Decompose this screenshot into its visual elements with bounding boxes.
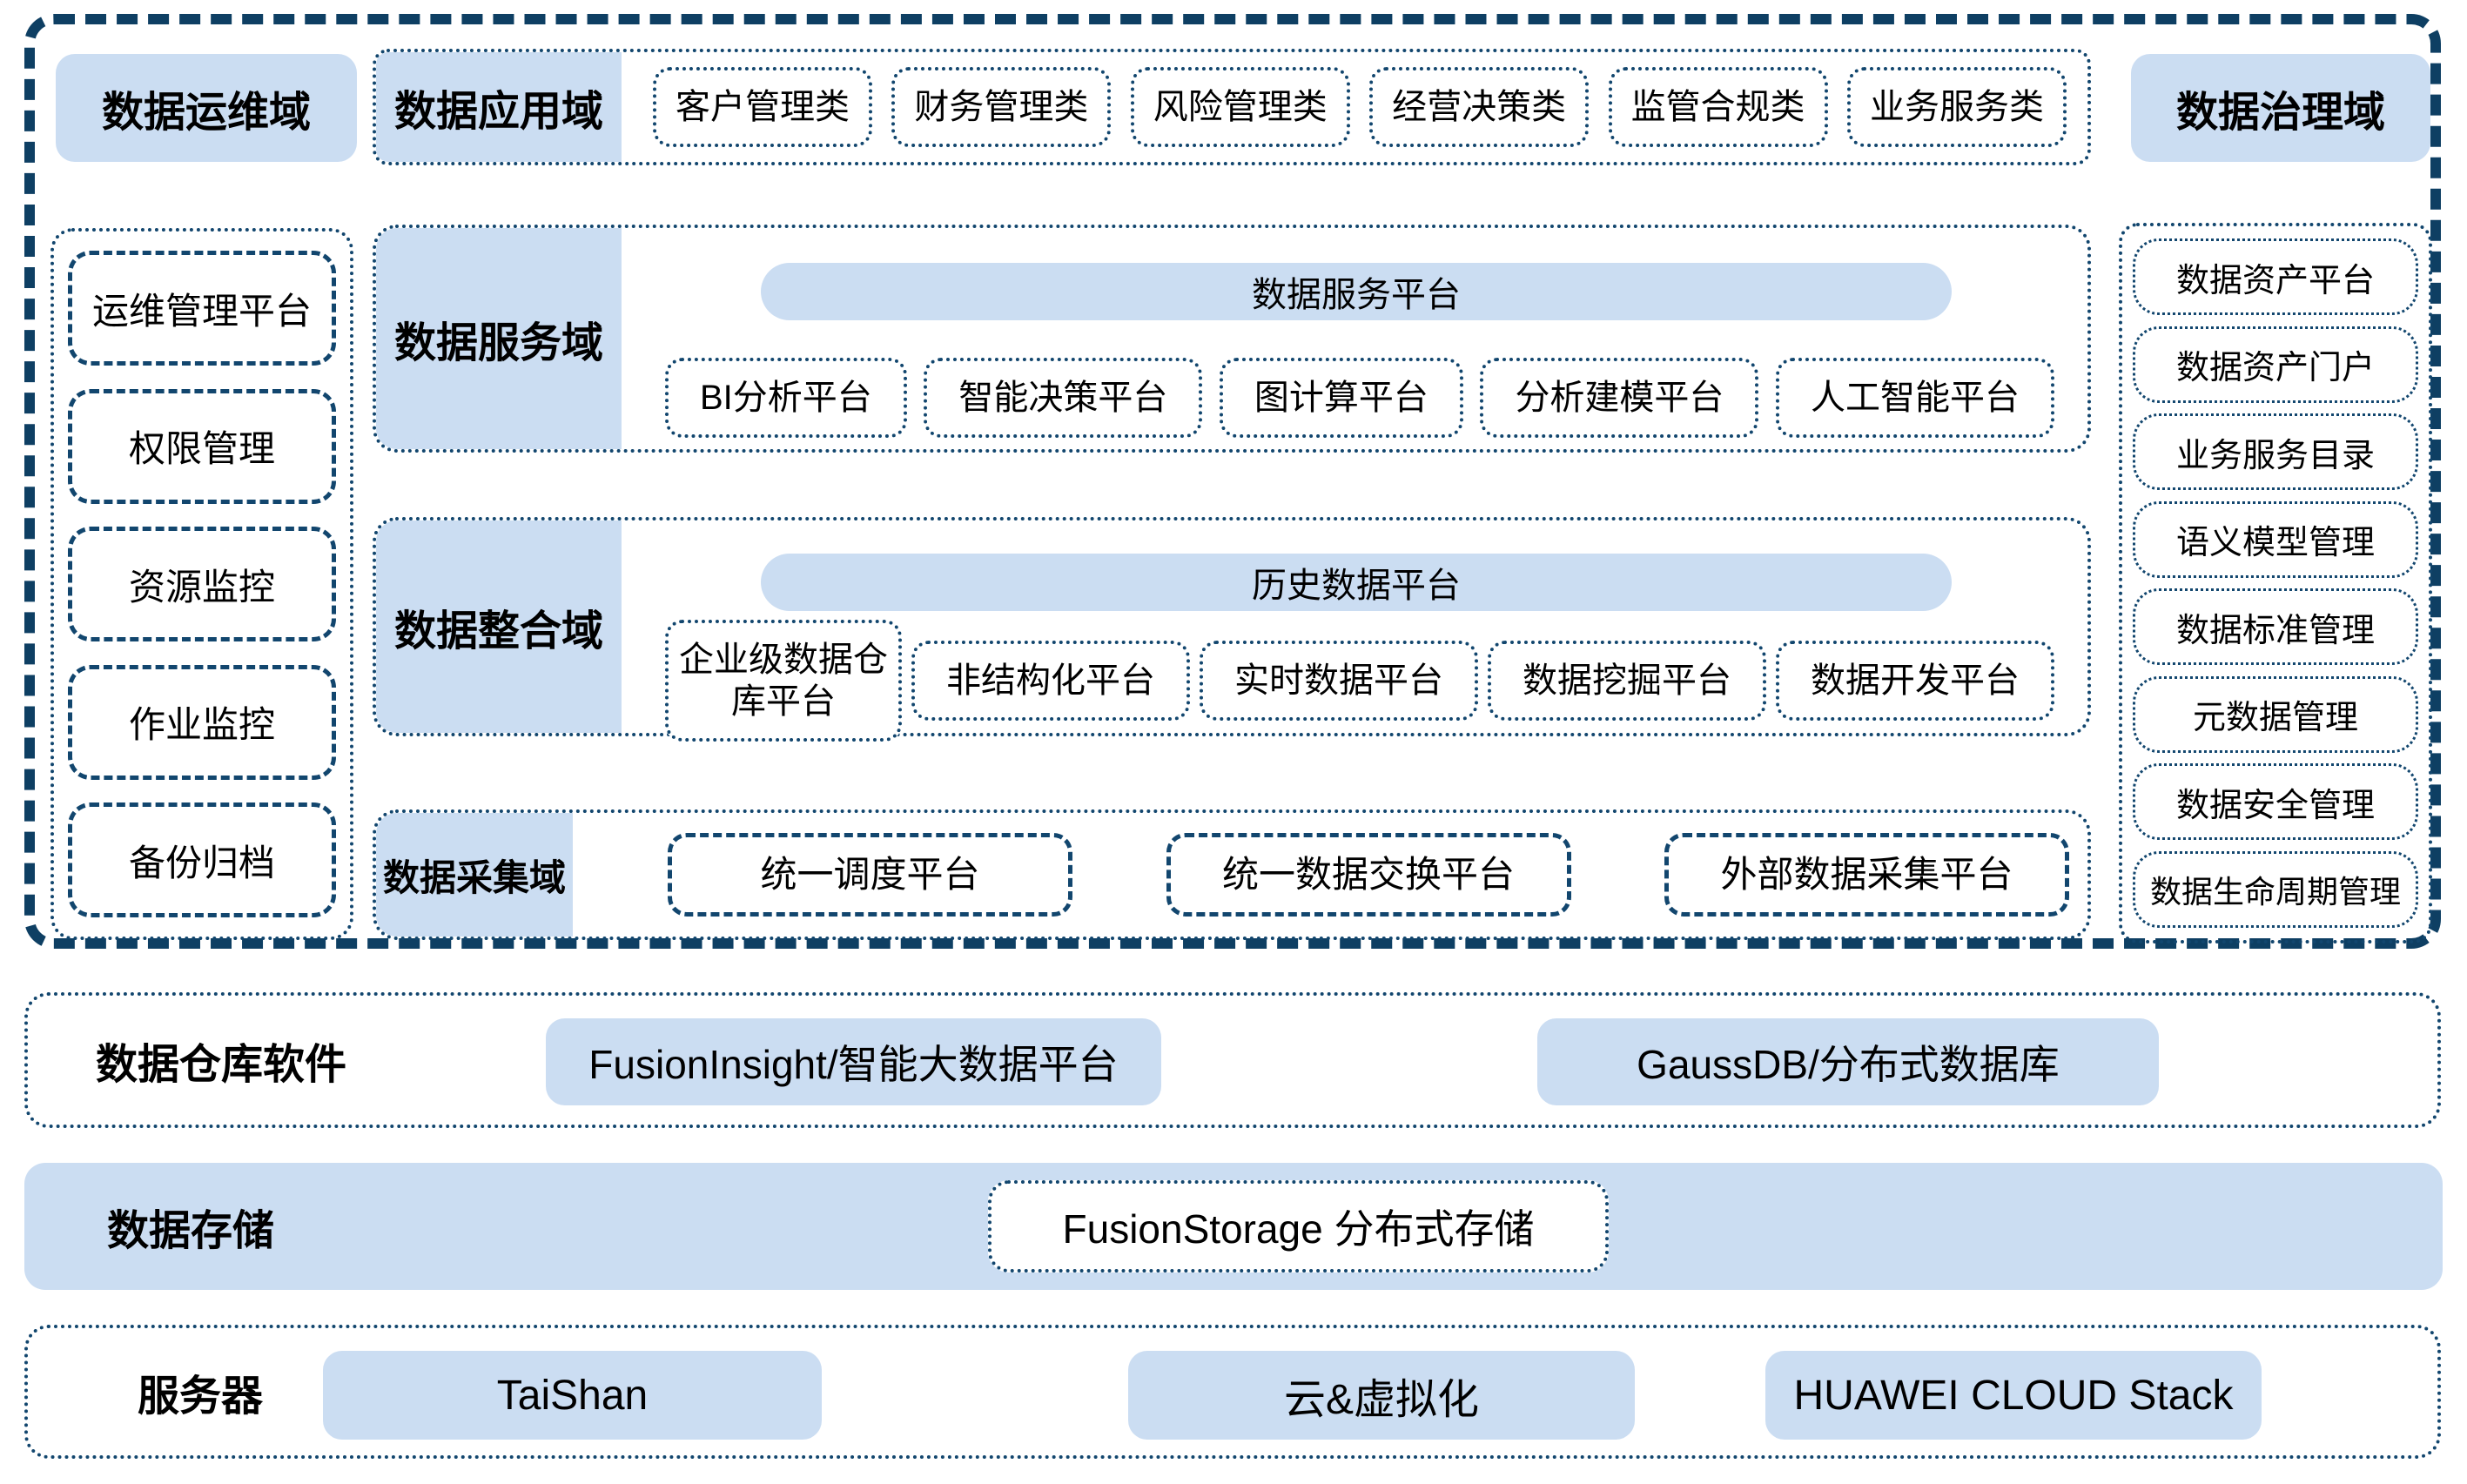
service-item: 人工智能平台	[1775, 358, 2054, 438]
platform-panel	[24, 14, 2441, 949]
governance-item: 数据标准管理	[2133, 588, 2418, 666]
app-domain-container: 数据应用域 客户管理类 财务管理类 风险管理类 经营决策类 监管合规类 业务服务…	[373, 49, 2091, 165]
app-category-chip: 业务服务类	[1846, 67, 2067, 147]
warehouse-row: 数据仓库软件 FusionInsight/智能大数据平台 GaussDB/分布式…	[24, 992, 2441, 1128]
governance-item: 数据安全管理	[2133, 763, 2418, 841]
storage-row: 数据存储 FusionStorage 分布式存储	[24, 1163, 2443, 1290]
governance-item: 元数据管理	[2133, 675, 2418, 753]
collection-item: 统一数据交换平台	[1166, 833, 1571, 917]
integration-domain-title: 数据整合域	[376, 520, 622, 733]
gaussdb-box: GaussDB/分布式数据库	[1537, 1018, 2159, 1105]
cloud-virtualization-box: 云&虚拟化	[1128, 1351, 1635, 1440]
governance-item: 语义模型管理	[2133, 500, 2418, 578]
server-row: 服务器 TaiShan 云&虚拟化 HUAWEI CLOUD Stack	[24, 1325, 2441, 1459]
fusionstorage-box: FusionStorage 分布式存储	[988, 1180, 1609, 1272]
service-item: 分析建模平台	[1480, 358, 1759, 438]
huawei-cloud-stack-box: HUAWEI CLOUD Stack	[1765, 1351, 2262, 1440]
ops-item: 资源监控	[68, 527, 336, 641]
service-domain-row: 数据服务域 数据服务平台 BI分析平台 智能决策平台 图计算平台 分析建模平台 …	[373, 225, 2091, 453]
app-category-chip: 财务管理类	[891, 67, 1112, 147]
ops-item: 运维管理平台	[68, 251, 336, 366]
history-platform-bar: 历史数据平台	[761, 554, 1952, 611]
ops-domain-title: 数据运维域	[56, 54, 357, 162]
governance-domain-title: 数据治理域	[2131, 54, 2430, 162]
service-item: BI分析平台	[665, 358, 907, 438]
server-row-title: 服务器	[138, 1373, 264, 1420]
fusioninsight-box: FusionInsight/智能大数据平台	[546, 1018, 1161, 1105]
integration-item: 数据开发平台	[1776, 641, 2054, 721]
integration-item: 企业级数据仓库平台	[665, 620, 902, 742]
service-item: 图计算平台	[1219, 358, 1463, 438]
ops-column: 运维管理平台 权限管理 资源监控 作业监控 备份归档	[50, 228, 353, 940]
warehouse-row-title: 数据仓库软件	[96, 1042, 347, 1088]
collection-domain-row: 数据采集域 统一调度平台 统一数据交换平台 外部数据采集平台	[373, 809, 2091, 940]
ops-item: 权限管理	[68, 388, 336, 504]
service-platform-bar: 数据服务平台	[761, 263, 1952, 320]
storage-row-title: 数据存储	[107, 1208, 275, 1254]
app-category-chip: 经营决策类	[1369, 67, 1590, 147]
integration-item: 非结构化平台	[911, 641, 1190, 721]
app-category-chip: 风险管理类	[1130, 67, 1350, 147]
taishan-box: TaiShan	[323, 1351, 822, 1440]
governance-item: 数据资产门户	[2133, 326, 2418, 403]
service-domain-title: 数据服务域	[376, 228, 622, 449]
collection-item: 外部数据采集平台	[1664, 833, 2069, 917]
governance-item: 数据生命周期管理	[2133, 850, 2418, 928]
governance-item: 数据资产平台	[2133, 238, 2418, 315]
service-item: 智能决策平台	[924, 358, 1203, 438]
collection-item: 统一调度平台	[668, 833, 1072, 917]
app-category-chip: 监管合规类	[1608, 67, 1828, 147]
collection-domain-title: 数据采集域	[376, 813, 573, 937]
integration-item: 数据挖掘平台	[1488, 641, 1766, 721]
governance-item: 业务服务目录	[2133, 413, 2418, 491]
app-category-chip: 客户管理类	[653, 67, 872, 147]
integration-domain-row: 数据整合域 历史数据平台 企业级数据仓库平台 非结构化平台 实时数据平台 数据挖…	[373, 517, 2091, 742]
governance-column: 数据资产平台 数据资产门户 业务服务目录 语义模型管理 数据标准管理 元数据管理…	[2119, 223, 2432, 943]
app-domain-title: 数据应用域	[376, 52, 622, 162]
ops-item: 作业监控	[68, 664, 336, 780]
ops-item: 备份归档	[68, 802, 336, 917]
integration-item: 实时数据平台	[1200, 641, 1478, 721]
